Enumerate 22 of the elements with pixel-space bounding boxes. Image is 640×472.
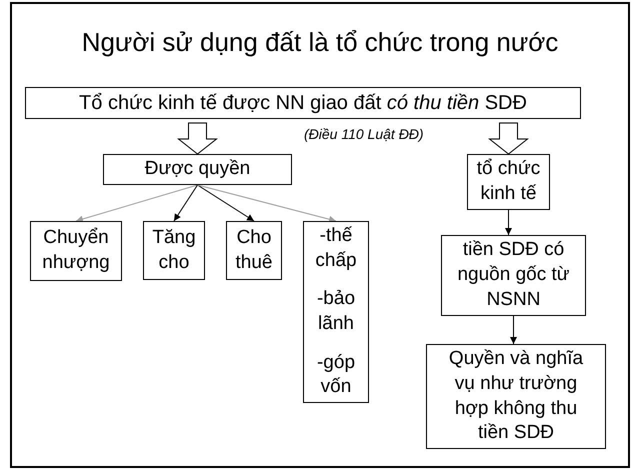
text-box: tổ chức kinh tế — [467, 154, 550, 210]
box-text: -thế chấp — [314, 224, 358, 273]
text-box: Được quyền — [103, 154, 292, 185]
text-box: tiền SDĐ có nguồn gốc từ NSNN — [441, 235, 586, 316]
arrow — [76, 184, 198, 222]
text-box: Cho thuê — [226, 221, 282, 280]
block-arrow — [177, 122, 218, 155]
box-text: -góp vốn — [316, 350, 356, 400]
arrow — [174, 184, 198, 222]
note-text: (Điều 110 Luật ĐĐ) — [304, 125, 424, 144]
title: Người sử dụng đất là tổ chức trong nước — [80, 26, 560, 58]
arrow — [197, 184, 254, 222]
text-box: Tăng cho — [143, 221, 205, 280]
text-box: Chuyển nhượng — [30, 221, 122, 281]
arrow — [510, 316, 517, 344]
arrow — [197, 184, 336, 223]
text-box: Tổ chức kinh tế được NN giao đất có thu tiền SDĐ — [25, 87, 581, 119]
text-box: Quyền và nghĩa vụ như trường hợp không thu tiền SDĐ — [426, 344, 606, 449]
block-arrow — [488, 122, 529, 155]
arrow — [505, 210, 512, 236]
text-box — [303, 221, 369, 403]
box-text: -bảo lãnh — [316, 287, 356, 336]
